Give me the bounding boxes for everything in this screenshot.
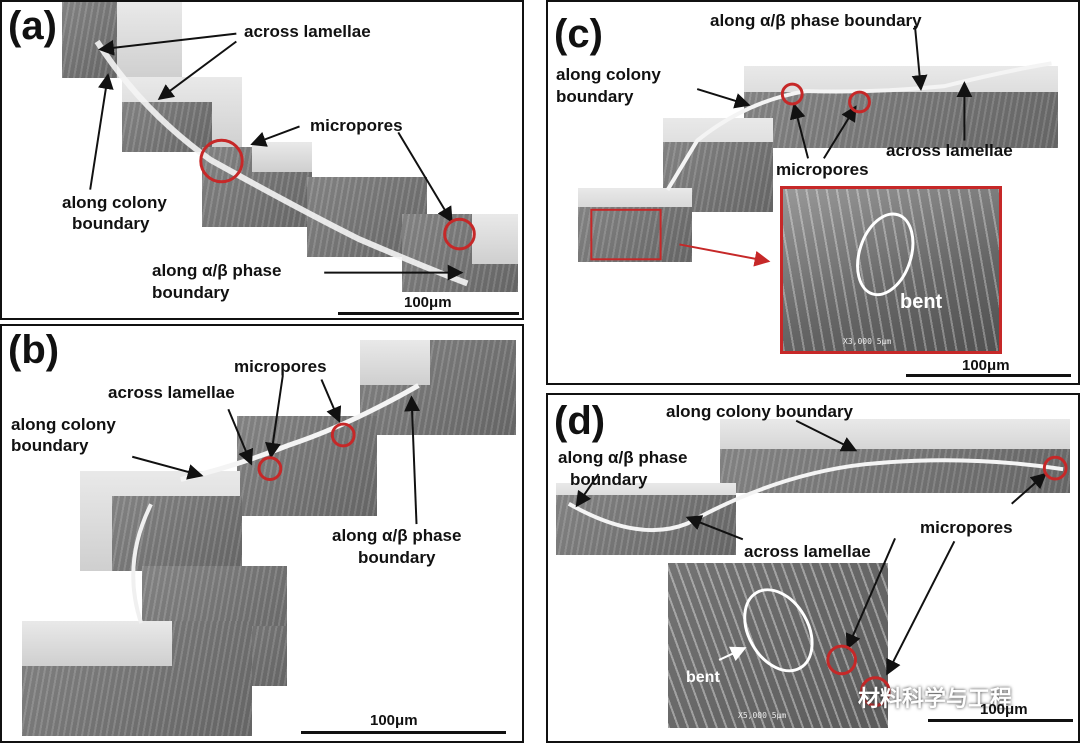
scale-bar-label: 100μm: [962, 357, 1010, 374]
label-along-colony: boundary: [556, 87, 634, 106]
inset-micrograph: X5,000 5μm: [668, 563, 888, 728]
sem-tile: [62, 2, 117, 78]
sem-tile: [112, 496, 242, 571]
label-along-phase: along α/β phase: [558, 448, 688, 467]
panel-label-d: (d): [554, 399, 606, 443]
sem-tile: [556, 495, 736, 555]
inset-micrograph: X3,000 5μm: [780, 186, 1002, 354]
label-along-colony: along colony: [11, 415, 116, 434]
label-bent: bent: [686, 669, 720, 686]
panel-b: (b) micropores across lamellae along col…: [0, 324, 524, 743]
label-micropores: micropores: [920, 518, 1013, 537]
inset-scale-text: X3,000 5μm: [843, 337, 892, 346]
sem-tile: [252, 142, 312, 172]
panel-label-c: (c): [554, 12, 603, 56]
label-along-colony: along colony boundary: [666, 402, 854, 421]
label-across-lamellae: across lamellae: [744, 542, 871, 561]
panel-label-b: (b): [8, 328, 60, 372]
scale-bar: [338, 312, 519, 315]
scale-bar: [928, 719, 1073, 722]
label-across-lamellae: across lamellae: [886, 141, 1013, 160]
sem-tile: [472, 214, 518, 264]
sem-tile: [578, 207, 692, 262]
panel-d: (d) X5,000 5μm along colony boundary alo…: [546, 393, 1080, 743]
sem-tile: [22, 621, 172, 666]
label-along-phase: along α/β phase: [332, 526, 462, 545]
panel-c: (c) X3,000 5μm along α/β phase boundary …: [546, 0, 1080, 385]
label-micropores: micropores: [310, 116, 403, 135]
inset-scale-text: X5,000 5μm: [738, 711, 787, 720]
label-along-colony: boundary: [72, 214, 150, 233]
label-along-colony: along colony: [62, 193, 167, 212]
scale-bar: [906, 374, 1071, 377]
sem-tile: [237, 416, 377, 516]
label-along-phase: boundary: [358, 548, 436, 567]
panel-a: (a) across lamellae micropores along col…: [0, 0, 524, 320]
scale-bar-label: 100μm: [370, 712, 418, 729]
label-along-phase: boundary: [570, 470, 648, 489]
watermark: 材料科学与工程: [858, 686, 1013, 711]
sem-tile: [122, 102, 212, 152]
label-micropores: micropores: [776, 160, 869, 179]
label-micropores: micropores: [234, 357, 327, 376]
label-bent: bent: [900, 291, 943, 313]
label-along-phase: boundary: [152, 283, 230, 302]
label-across-lamellae: across lamellae: [244, 22, 371, 41]
scale-bar-label: 100μm: [404, 294, 452, 311]
sem-tile: [720, 449, 1070, 493]
sem-tile: [360, 340, 430, 385]
label-along-colony: along colony: [556, 65, 661, 84]
scale-bar: [301, 731, 506, 734]
label-along-phase: along α/β phase boundary: [710, 11, 922, 30]
scale-bar-label: 100μm: [980, 701, 1028, 718]
label-along-phase: along α/β phase: [152, 261, 282, 280]
panel-label-a: (a): [8, 4, 57, 48]
label-along-colony: boundary: [11, 436, 89, 455]
label-across-lamellae: across lamellae: [108, 383, 235, 402]
